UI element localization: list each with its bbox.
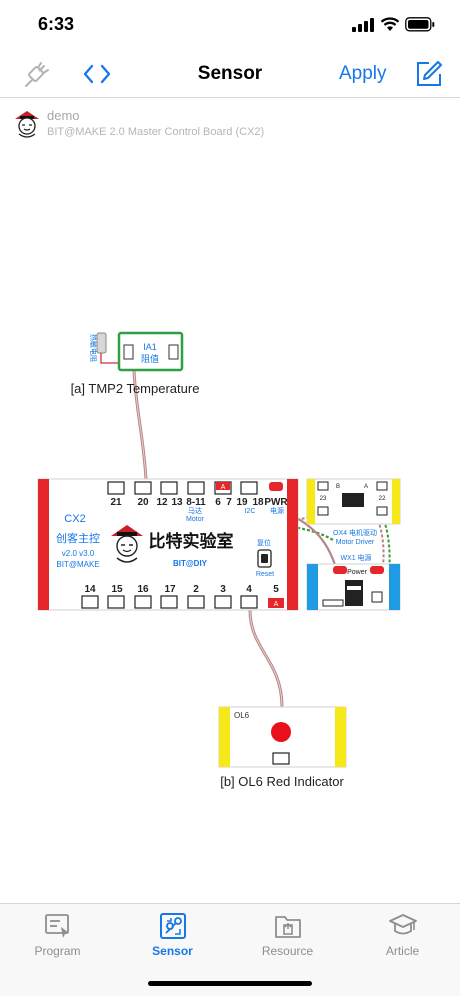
port-pwr: PWR: [264, 497, 288, 508]
motor-driver-label-cn: OX4 电机驱动: [333, 528, 377, 537]
battery-icon: [405, 17, 435, 32]
tab-resource-label: Resource: [261, 944, 314, 958]
sensor-icon: [159, 913, 186, 939]
motor-driver-label-en: Motor Driver: [336, 539, 375, 546]
board-cn-name: 创客主控: [56, 531, 100, 545]
page-title: Sensor: [197, 63, 263, 84]
red-led: [271, 722, 291, 742]
board-name: BIT@MAKE 2.0 Master Control Board (CX2): [47, 126, 265, 138]
apply-button[interactable]: Apply: [339, 63, 387, 84]
motor-driver-module[interactable]: B A 23 22 OX4 电机驱动 Motor Driver: [306, 478, 401, 546]
cellular-signal-icon: [352, 18, 374, 32]
tab-article-label: Article: [385, 944, 420, 958]
port-21: 21: [110, 497, 122, 508]
motor-en-label: Motor: [186, 516, 205, 523]
tab-program[interactable]: Program: [0, 912, 115, 958]
wire-board-to-indicator: [248, 609, 284, 708]
program-icon: [44, 914, 69, 938]
port-2: 2: [193, 584, 199, 595]
project-avatar: [15, 111, 39, 138]
reset-en-label: Reset: [256, 571, 274, 578]
tab-article[interactable]: Article: [345, 912, 460, 958]
port-6: 6: [215, 497, 221, 508]
port-13: 13: [171, 497, 183, 508]
article-icon: [388, 914, 417, 935]
port-17: 17: [164, 584, 176, 595]
bit-diy-logo: 比特实验室 BIT@DIY: [111, 525, 234, 568]
reset-cn-label: 复位: [257, 538, 271, 547]
temp-sensor-caption: [a] TMP2 Temperature: [71, 381, 200, 396]
indicator-caption: [b] OL6 Red Indicator: [220, 774, 344, 789]
port-15: 15: [111, 584, 123, 595]
code-brackets-icon[interactable]: [82, 62, 112, 86]
motor-pin-b: B: [336, 484, 340, 490]
power-module-label: WX1 电源: [340, 553, 371, 562]
resource-icon: [274, 916, 301, 938]
logo-text: 比特实验室: [149, 531, 234, 551]
board-version: v2.0 v3.0: [62, 549, 95, 558]
port-19: 19: [236, 497, 248, 508]
wiring-diagram[interactable]: 热敏电阻 IA1 阻值 [a] TMP2 Temperature: [0, 150, 460, 900]
temperature-sensor-module[interactable]: 热敏电阻 IA1 阻值 [a] TMP2 Temperature: [71, 331, 200, 396]
wifi-icon: [380, 17, 400, 31]
motor-pin-a: A: [364, 484, 368, 490]
board-name-label: CX2: [64, 513, 85, 525]
thermistor-label: 热敏电阻: [89, 334, 98, 362]
home-indicator: [148, 981, 312, 986]
motor-pin-22: 22: [379, 496, 386, 502]
wire-temp-to-board: [132, 370, 148, 481]
red-indicator-module[interactable]: OL6 [b] OL6 Red Indicator: [218, 706, 347, 789]
edit-icon[interactable]: [415, 60, 443, 88]
port-18: 18: [252, 497, 264, 508]
port-8-11: 8-11: [186, 497, 206, 508]
project-name: demo: [47, 108, 80, 123]
power-label: Power: [347, 569, 368, 576]
board-brand: BIT@MAKE: [56, 560, 99, 569]
power-module[interactable]: WX1 电源 Power: [306, 553, 401, 611]
tab-resource[interactable]: Resource: [230, 912, 345, 958]
i2c-label: I2C: [245, 508, 256, 515]
temp-module-label: IA1: [143, 342, 157, 352]
status-bar: 6:33: [0, 0, 460, 50]
port-a-top: A: [221, 484, 226, 491]
tab-program-label: Program: [34, 944, 81, 958]
tab-sensor[interactable]: Sensor: [115, 912, 230, 958]
navigation-bar: Sensor Apply: [0, 50, 460, 98]
motor-cn-label: 马达: [188, 506, 202, 515]
project-header[interactable]: demo BIT@MAKE 2.0 Master Control Board (…: [0, 104, 460, 144]
port-7: 7: [226, 497, 232, 508]
port-12: 12: [156, 497, 168, 508]
motor-pin-23: 23: [320, 496, 327, 502]
port-4: 4: [246, 584, 252, 595]
port-20: 20: [137, 497, 149, 508]
port-16: 16: [137, 584, 149, 595]
status-time: 6:33: [38, 14, 75, 34]
logo-sub: BIT@DIY: [173, 559, 208, 568]
disconnect-plug-icon[interactable]: [22, 60, 52, 90]
indicator-label: OL6: [234, 711, 250, 720]
cx2-main-board[interactable]: A 21 20 12 13 8-11 6 7 19 18 PWR 马达 Moto…: [37, 478, 299, 611]
port-14: 14: [84, 584, 96, 595]
power-cn-label: 电源: [270, 506, 284, 515]
port-3: 3: [220, 584, 226, 595]
tab-sensor-label: Sensor: [152, 944, 193, 958]
tab-bar: Program Sensor Resource: [0, 903, 460, 996]
temp-module-sublabel: 阻值: [141, 353, 159, 364]
port-5: 5: [273, 584, 279, 595]
bottom-port-connectors: [81, 595, 258, 609]
motor-driver-chip: [342, 493, 364, 507]
port-a-bottom: A: [274, 601, 279, 608]
